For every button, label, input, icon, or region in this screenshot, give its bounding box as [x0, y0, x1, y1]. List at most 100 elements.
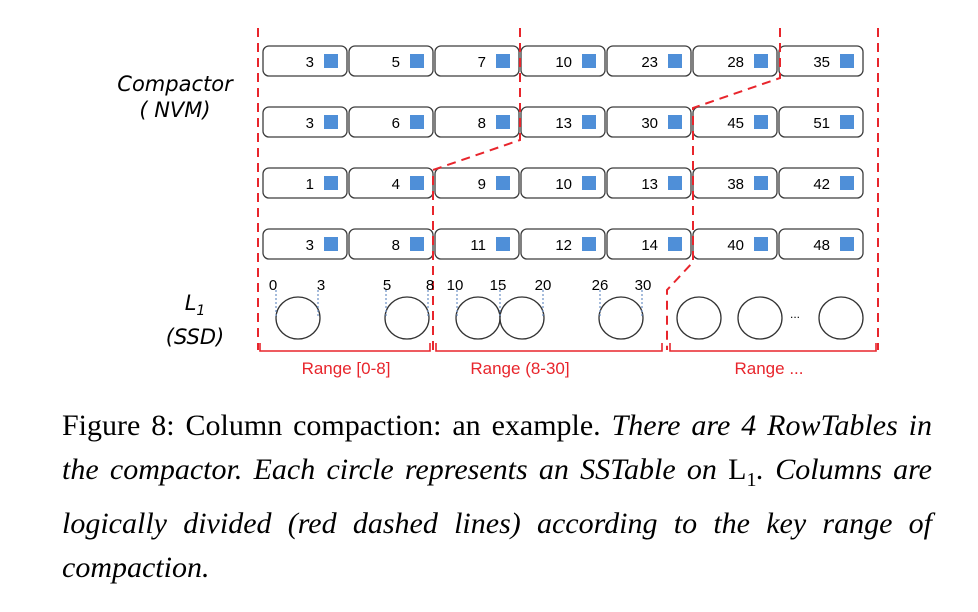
- value-marker: [754, 54, 768, 68]
- cell-key: 8: [392, 237, 400, 254]
- cell-key: 3: [306, 237, 314, 254]
- sstable-circle: [275, 296, 321, 340]
- range-label: Range [0-8]: [302, 359, 391, 378]
- rowtable-cell: [348, 106, 434, 138]
- cell-key: 1: [306, 176, 314, 193]
- rowtable-cell: [606, 45, 692, 77]
- sstable-circle: [384, 296, 430, 340]
- sstable-key-label: 15: [490, 277, 507, 294]
- rowtable-cell: [778, 167, 864, 199]
- l1-label: L1 (SSD): [140, 290, 250, 350]
- l1-title: L1: [140, 290, 250, 324]
- value-marker: [840, 54, 854, 68]
- caption-l-letter: L: [728, 453, 747, 486]
- sstable-key-label: 10: [447, 277, 464, 294]
- cell-key: 14: [641, 237, 658, 254]
- value-marker: [496, 115, 510, 129]
- l1-subscript: 1: [196, 303, 206, 320]
- sstable-key-label: 0: [269, 277, 277, 294]
- value-marker: [840, 237, 854, 251]
- sstable-key-label: 3: [317, 277, 325, 294]
- value-marker: [324, 54, 338, 68]
- value-marker: [754, 115, 768, 129]
- value-marker: [496, 176, 510, 190]
- cell-key: 23: [641, 54, 658, 71]
- cell-key: 3: [306, 54, 314, 71]
- value-marker: [582, 54, 596, 68]
- cell-key: 48: [813, 237, 830, 254]
- caption-italic-2: . Columns are logically divided (red das…: [62, 453, 932, 584]
- rowtable-cell: [606, 167, 692, 199]
- rowtable-cell: [520, 167, 606, 199]
- sstable-circle: [737, 296, 783, 340]
- cell-key: 5: [392, 54, 400, 71]
- value-marker: [582, 237, 596, 251]
- sstable-key-label: 5: [383, 277, 391, 294]
- sstable-circle: [499, 296, 545, 340]
- value-marker: [668, 115, 682, 129]
- sstable-circle: [455, 296, 501, 340]
- rowtable-cell: [778, 228, 864, 260]
- value-marker: [410, 115, 424, 129]
- cell-key: 11: [470, 237, 486, 254]
- range-divider-8: [432, 28, 521, 350]
- rowtable-cell: [606, 228, 692, 260]
- value-marker: [324, 115, 338, 129]
- cell-key: 42: [813, 176, 830, 193]
- cell-key: 3: [306, 115, 314, 132]
- value-marker: [840, 115, 854, 129]
- more-sstables-ellipsis: ...: [790, 307, 800, 321]
- sstable-key-label: 20: [535, 277, 552, 294]
- cell-key: 45: [727, 115, 744, 132]
- rowtable-cell: [262, 106, 348, 138]
- cell-key: 4: [392, 176, 400, 193]
- range-bracket: [669, 343, 877, 352]
- cell-key: 8: [478, 115, 486, 132]
- value-marker: [324, 237, 338, 251]
- l1-medium: (SSD): [165, 325, 225, 350]
- sstable-circle: [676, 296, 722, 340]
- range-bracket: [259, 343, 431, 352]
- caption-lead: Figure 8: Column compaction: an example.: [62, 409, 601, 442]
- cell-key: 9: [478, 176, 486, 193]
- compactor-title: Compactor: [117, 72, 233, 96]
- value-marker: [754, 237, 768, 251]
- cell-key: 13: [641, 176, 658, 193]
- sstable-key-label: 30: [635, 277, 652, 294]
- value-marker: [582, 176, 596, 190]
- sstable-circle: [818, 296, 864, 340]
- rowtable-cell: [434, 228, 520, 260]
- value-marker: [410, 54, 424, 68]
- cell-key: 30: [641, 115, 658, 132]
- value-marker: [668, 237, 682, 251]
- sstable-circle: [598, 296, 644, 340]
- compactor-label: Compactor ( NVM): [95, 71, 255, 123]
- value-marker: [410, 176, 424, 190]
- value-marker: [754, 176, 768, 190]
- rowtable-cell: [606, 106, 692, 138]
- value-marker: [496, 54, 510, 68]
- rowtable-cell: [348, 45, 434, 77]
- value-marker: [668, 54, 682, 68]
- cell-key: 12: [555, 237, 572, 254]
- rowtable-cell: [262, 228, 348, 260]
- cell-key: 13: [555, 115, 572, 132]
- rowtable-cell: [434, 167, 520, 199]
- caption-italic-1: There are 4 RowTables in the compactor. …: [62, 409, 933, 486]
- rowtable-cell: [262, 45, 348, 77]
- cell-key: 40: [727, 237, 744, 254]
- cell-key: 7: [478, 54, 486, 71]
- cell-key: 6: [392, 115, 400, 132]
- rowtable-cell: [520, 228, 606, 260]
- value-marker: [324, 176, 338, 190]
- cell-key: 28: [727, 54, 744, 71]
- value-marker: [582, 115, 596, 129]
- value-marker: [410, 237, 424, 251]
- value-marker: [840, 176, 854, 190]
- cell-key: 38: [727, 176, 744, 193]
- sstable-key-label: 26: [592, 277, 609, 294]
- rowtable-cell: [262, 167, 348, 199]
- rowtable-cell: [778, 106, 864, 138]
